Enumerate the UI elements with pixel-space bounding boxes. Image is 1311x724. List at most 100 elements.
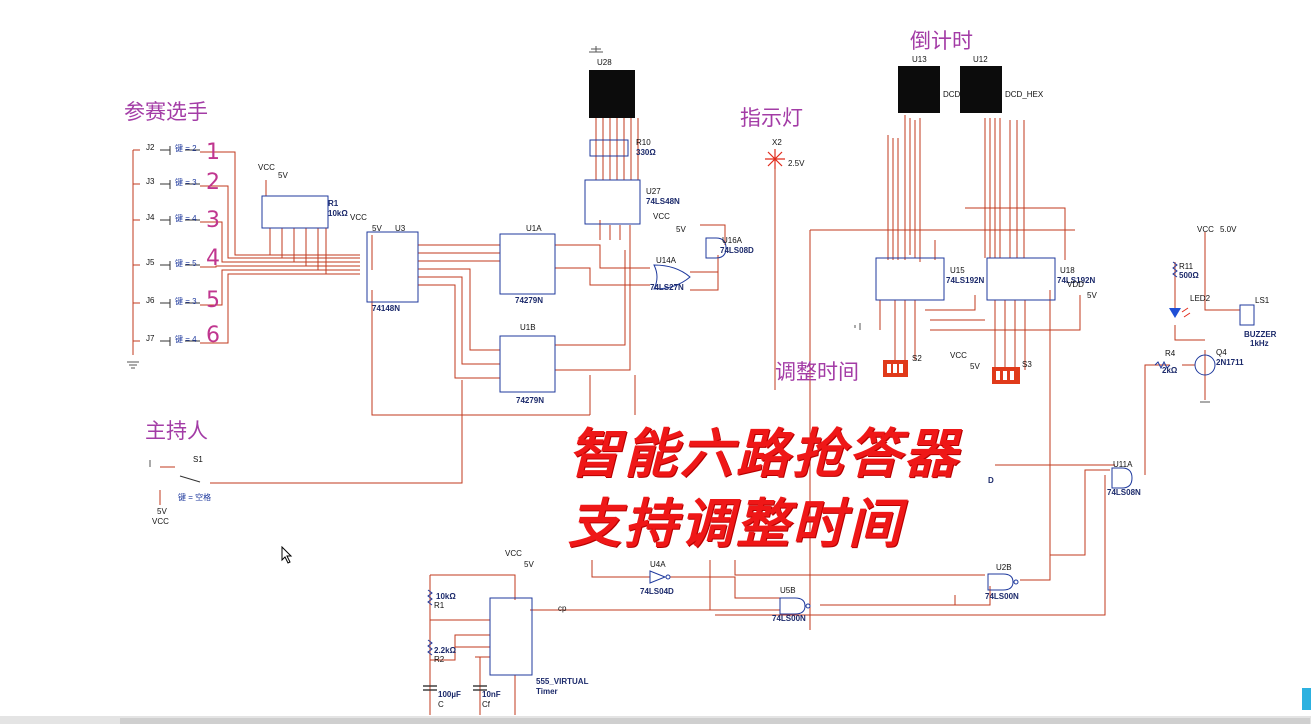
u27-ref: U27: [646, 187, 661, 196]
u1a-part: 74279N: [515, 296, 544, 305]
seven-segment-displays: [589, 66, 1002, 118]
player-number: 5: [206, 288, 220, 313]
x2-ref: X2: [772, 138, 782, 147]
capacitors: [423, 685, 487, 691]
title-line-1: 智能六路抢答器: [568, 424, 960, 485]
u2b-ref: U2B: [996, 563, 1012, 572]
u18-part: 74LS192N: [1057, 276, 1096, 285]
u27-part: 74LS48N: [646, 197, 680, 206]
buzzer-label: BUZZER: [1244, 330, 1277, 339]
player-number: 2: [206, 170, 220, 195]
u12-ref: U12: [973, 55, 988, 64]
dcd-label: DCD: [943, 90, 961, 99]
vdd-label: VDD: [1067, 280, 1084, 289]
switch-key: 键 = 2: [175, 144, 197, 153]
s1-key: 键 = 空格: [178, 493, 212, 502]
q4-part: 2N1711: [1216, 358, 1244, 367]
u5b-part: 74LS00N: [772, 614, 806, 623]
vcc-label: VCC: [653, 212, 670, 221]
r1b-value: 10kΩ: [436, 592, 456, 601]
u5b-ref: U5B: [780, 586, 796, 595]
5v-label: 5V: [372, 224, 382, 233]
u16a-ref: U16A: [722, 236, 743, 245]
d-label: D: [988, 476, 994, 485]
5v-label: 5V: [157, 507, 167, 516]
u16a-part: 74LS08D: [720, 246, 754, 255]
switch-ref: J7: [146, 334, 155, 343]
edge-tab[interactable]: [1302, 688, 1311, 710]
ls1-ref: LS1: [1255, 296, 1270, 305]
u11a-part: 74LS08N: [1107, 488, 1141, 497]
switch-ref: J6: [146, 296, 155, 305]
u1a-ref: U1A: [526, 224, 542, 233]
cp-label: cp: [558, 604, 567, 613]
timer-part: 555_VIRTUAL: [536, 677, 589, 686]
dip-switches: [883, 360, 1020, 384]
s1-ref: S1: [193, 455, 203, 464]
r10-ref: R10: [636, 138, 651, 147]
vdd-5v-label: 5V: [1087, 291, 1097, 300]
countdown-label: 倒计时: [910, 29, 973, 53]
u13-ref: U13: [912, 55, 927, 64]
u1b-part: 74279N: [516, 396, 545, 405]
switch-ref: J2: [146, 143, 155, 152]
resistors: [427, 261, 1178, 656]
u4a-ref: U4A: [650, 560, 666, 569]
switch-key: 键 = 3: [175, 178, 197, 187]
switch-key: 键 = 3: [175, 297, 197, 306]
switch-ref: J3: [146, 177, 155, 186]
vcc-label: VCC: [1197, 225, 1214, 234]
r4-ref: R4: [1165, 349, 1176, 358]
u14a-ref: U14A: [656, 256, 677, 265]
adjust-time-label: 调整时间: [775, 360, 859, 384]
timer-label: Timer: [536, 687, 558, 696]
led2-ref: LED2: [1190, 294, 1211, 303]
r2-ref: R2: [434, 655, 445, 664]
scrollbar-thumb[interactable]: [120, 718, 1310, 724]
r10-value: 330Ω: [636, 148, 656, 157]
component-bodies: [261, 139, 1255, 676]
r11-value: 500Ω: [1179, 271, 1199, 280]
q4-ref: Q4: [1216, 348, 1227, 357]
u11a-ref: U11A: [1113, 460, 1133, 469]
push-switches: [160, 146, 201, 483]
u4a-part: 74LS04D: [640, 587, 674, 596]
buzzer-freq: 1kHz: [1250, 339, 1269, 348]
u15-part: 74LS192N: [946, 276, 985, 285]
r1-label: R1: [328, 199, 339, 208]
vcc-label: VCC: [258, 163, 275, 172]
u18-ref: U18: [1060, 266, 1075, 275]
vcc-label: VCC: [350, 213, 367, 222]
vcc-label: VCC: [152, 517, 169, 526]
r4-value: 2kΩ: [1162, 366, 1178, 375]
dcd-hex-label: DCD_HEX: [1005, 90, 1044, 99]
r1b-ref: R1: [434, 601, 445, 610]
5v-label: 5V: [524, 560, 534, 569]
contestants-label: 参赛选手: [124, 100, 208, 124]
vcc-label: VCC: [950, 351, 967, 360]
wires: [132, 115, 1241, 715]
indicator-lamp: [765, 149, 785, 169]
led-symbol: [1169, 307, 1191, 318]
cf-value: 10nF: [482, 690, 501, 699]
u3-ref: U3: [395, 224, 406, 233]
host-label: 主持人: [145, 419, 208, 443]
5v-label: 5.0V: [1220, 225, 1237, 234]
5v-label: 5V: [278, 171, 288, 180]
u1b-ref: U1B: [520, 323, 536, 332]
player-number: 4: [206, 246, 220, 271]
switch-key: 键 = 4: [175, 335, 197, 344]
u15-ref: U15: [950, 266, 965, 275]
x2-value: 2.5V: [788, 159, 805, 168]
ground-symbols: [127, 46, 1210, 467]
r2-value: 2.2kΩ: [434, 646, 456, 655]
5v-label: 5V: [970, 362, 980, 371]
u3-part: 74148N: [372, 304, 401, 313]
cf-ref: Cf: [482, 700, 490, 709]
indicator-label: 指示灯: [740, 106, 803, 130]
title-line-2: 支持调整时间: [568, 494, 904, 555]
player-number: 3: [206, 208, 220, 233]
horizontal-scrollbar[interactable]: [0, 716, 1311, 724]
s3-ref: S3: [1022, 360, 1032, 369]
5v-label: 5V: [676, 225, 686, 234]
